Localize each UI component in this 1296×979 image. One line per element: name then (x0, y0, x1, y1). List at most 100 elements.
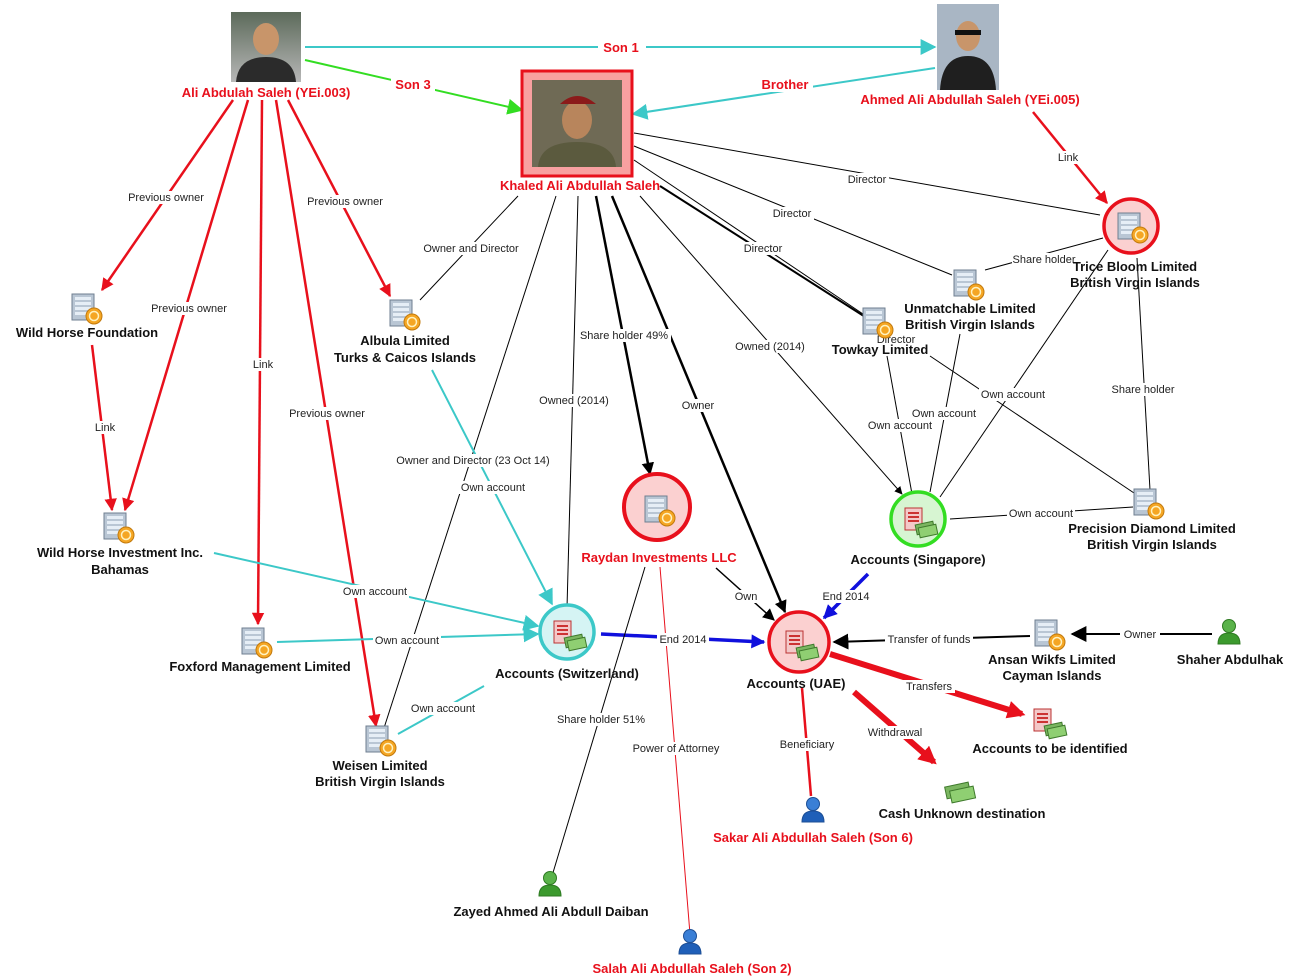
edge-label-director-unmatchable: Director (773, 208, 812, 220)
person-icon (538, 871, 562, 897)
edge-towkay-prec (929, 355, 1138, 496)
edge-label-own-account-foxford: Own account (375, 635, 439, 647)
node-label-trice-2: British Virgin Islands (1070, 275, 1200, 290)
node-label-whi-2: Bahamas (91, 562, 149, 577)
edge-label-end-2014-sing: End 2014 (822, 591, 869, 603)
node-albula[interactable]: Albula Limited Turks & Caicos Islands (334, 299, 476, 365)
edge-label-link-foxford: Link (253, 359, 274, 371)
person-photo-icon (231, 12, 301, 82)
node-label-accounts-tbi: Accounts to be identified (972, 741, 1127, 756)
node-sakar[interactable]: Sakar Ali Abdullah Saleh (Son 6) (713, 797, 913, 846)
node-accounts-switzerland[interactable]: Accounts (Switzerland) (495, 603, 639, 681)
edge-label-own-account-trice: Own account (981, 389, 1045, 401)
edge-label-transfers: Transfers (906, 681, 953, 693)
edge-label-owner-uae: Owner (682, 400, 715, 412)
node-label-cash: Cash Unknown destination (879, 806, 1046, 821)
edge-label-owner-director-weisen: Owner and Director (23 Oct 14) (396, 455, 549, 467)
company-building-icon (103, 512, 135, 544)
person-icon (801, 797, 825, 823)
edge-label-link-ahmed: Link (1058, 152, 1079, 164)
node-label-sakar: Sakar Ali Abdullah Saleh (Son 6) (713, 830, 913, 845)
node-accounts-singapore[interactable]: Accounts (Singapore) (850, 490, 986, 567)
node-label-accounts-singapore: Accounts (Singapore) (850, 552, 985, 567)
node-label-ahmed: Ahmed Ali Abdullah Saleh (YEi.005) (860, 92, 1079, 107)
node-label-albula-2: Turks & Caicos Islands (334, 350, 476, 365)
edge-label-own-account-albula: Own account (461, 482, 525, 494)
node-label-unmatchable-2: British Virgin Islands (905, 317, 1035, 332)
company-building-icon (1034, 619, 1066, 651)
person-icon (1217, 619, 1241, 645)
node-label-zayed: Zayed Ahmed Ali Abdull Daiban (453, 904, 648, 919)
edge-label-prev-owner-weisen: Previous owner (289, 408, 365, 420)
edge-khaled-towkay (633, 159, 867, 317)
node-precision-diamond[interactable]: Precision Diamond Limited British Virgin… (1068, 488, 1236, 552)
edge-label-prev-owner-albula: Previous owner (307, 196, 383, 208)
company-building-icon (241, 627, 273, 659)
node-ali[interactable]: Ali Abdulah Saleh (YEi.003) (182, 12, 351, 100)
edge-label-share-holder-51: Share holder 51% (557, 714, 645, 726)
edge-label-own-account-precision: Own account (1009, 508, 1073, 520)
edge-label-owner-shaher: Owner (1124, 629, 1157, 641)
node-wild-horse-foundation[interactable]: Wild Horse Foundation (16, 293, 158, 340)
edge-label-owned-2014-sing: Owned (2014) (735, 341, 805, 353)
edge-label-own-account-whi: Own account (343, 586, 407, 598)
edge-label-prev-owner-whi: Previous owner (151, 303, 227, 315)
node-shaher[interactable]: Shaher Abdulhak (1177, 619, 1284, 668)
node-unmatchable[interactable]: Unmatchable Limited British Virgin Islan… (904, 269, 1036, 332)
node-ansan[interactable]: Ansan Wikfs Limited Cayman Islands (988, 619, 1116, 683)
account-money-icon (1033, 708, 1068, 740)
node-label-precision-1: Precision Diamond Limited (1068, 521, 1236, 536)
node-label-foxford: Foxford Management Limited (169, 659, 350, 674)
edge-label-share-holder-trice-prec: Share holder (1112, 384, 1175, 396)
node-label-raydan: Raydan Investments LLC (581, 550, 737, 565)
node-label-khaled: Khaled Ali Abdullah Saleh (500, 178, 660, 193)
edge-label-end-2014-swiss: End 2014 (659, 634, 706, 646)
node-raydan[interactable]: Raydan Investments LLC (581, 472, 737, 565)
node-towkay[interactable]: Towkay Limited (832, 307, 929, 357)
edge-label-owner-director-albula: Owner and Director (423, 243, 519, 255)
edge-label-prev-owner-whf: Previous owner (128, 192, 204, 204)
node-ahmed[interactable]: Ahmed Ali Abdullah Saleh (YEi.005) (860, 4, 1080, 107)
node-accounts-tbi[interactable]: Accounts to be identified (972, 708, 1128, 756)
node-foxford[interactable]: Foxford Management Limited (169, 627, 351, 674)
edge-label-power-of-attorney: Power of Attorney (633, 743, 720, 755)
node-accounts-uae[interactable]: Accounts (UAE) (747, 610, 846, 691)
node-label-shaher: Shaher Abdulhak (1177, 652, 1284, 667)
node-cash[interactable]: Cash Unknown destination (879, 781, 1046, 821)
node-zayed[interactable]: Zayed Ahmed Ali Abdull Daiban (453, 871, 649, 920)
company-building-icon (71, 293, 103, 325)
edge-label-director-towkay: Director (744, 243, 783, 255)
company-building-icon (862, 307, 894, 339)
node-wild-horse-investment[interactable]: Wild Horse Investment Inc. Bahamas (37, 512, 203, 577)
node-label-albula-1: Albula Limited (360, 333, 450, 348)
edge-trice-sing (939, 249, 1109, 498)
company-building-icon (953, 269, 985, 301)
person-icon (678, 929, 702, 955)
edge-trice-prec (1136, 257, 1151, 491)
node-label-ansan-1: Ansan Wikfs Limited (988, 652, 1116, 667)
edge-label-link-whf: Link (95, 422, 116, 434)
node-label-weisen-2: British Virgin Islands (315, 774, 445, 789)
edge-label-director-trice: Director (848, 174, 887, 186)
node-trice-bloom[interactable]: Trice Bloom Limited British Virgin Islan… (1070, 197, 1200, 290)
company-building-icon (1133, 488, 1165, 520)
edge-label-own-account-unmatchable: Own account (912, 408, 976, 420)
node-khaled[interactable]: Khaled Ali Abdullah Saleh (500, 69, 660, 193)
node-weisen[interactable]: Weisen Limited British Virgin Islands (315, 725, 445, 789)
node-label-accounts-uae: Accounts (UAE) (747, 676, 846, 691)
edge-label-share-holder-unm-trice: Share holder (1013, 254, 1076, 266)
edge-label-withdrawal: Withdrawal (868, 727, 922, 739)
company-building-icon (389, 299, 421, 331)
node-salah[interactable]: Salah Ali Abdullah Saleh (Son 2) (592, 929, 792, 977)
node-label-ali: Ali Abdulah Saleh (YEi.003) (182, 85, 351, 100)
edge-labels: Son 1 Son 3 Brother Link Previous owner … (92, 39, 1175, 755)
edge-label-own-account-weisen: Own account (411, 703, 475, 715)
edge-label-own-raydan: Own (735, 591, 758, 603)
edge-label-beneficiary: Beneficiary (780, 739, 835, 751)
node-label-unmatchable-1: Unmatchable Limited (904, 301, 1036, 316)
edge-label-transfer-funds: Transfer of funds (888, 634, 971, 646)
edge-label-brother: Brother (762, 77, 809, 92)
node-label-ansan-2: Cayman Islands (1003, 668, 1102, 683)
edge-label-share-holder-49: Share holder 49% (580, 330, 668, 342)
